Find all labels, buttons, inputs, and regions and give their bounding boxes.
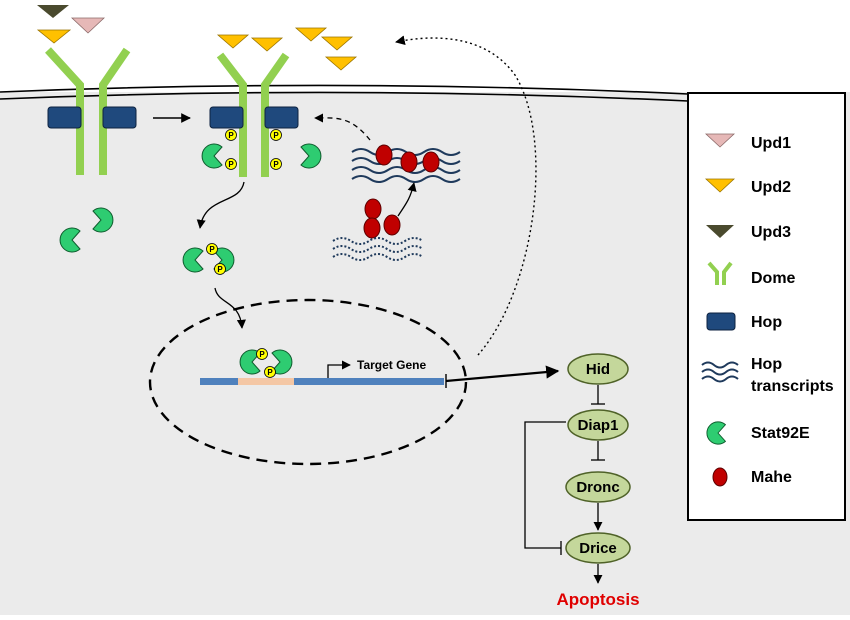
legend-item-mahe: Mahe [712,467,792,487]
legend-item-hop-transcripts: Hop transcripts [701,356,834,395]
apoptosis-label: Apoptosis [556,590,639,609]
upd1-ligand [70,17,106,34]
mahe-icon [712,467,728,487]
node-diap1-label: Diap1 [578,417,619,434]
mahe-on-transcripts [375,144,440,173]
phospho-icon [206,243,218,255]
node-drice-label: Drice [579,540,617,557]
node-dronc: Dronc [565,471,631,503]
diap1-drice-inhibition [524,421,566,549]
upd2-ligand [36,29,72,44]
legend-item-upd3: Upd3 [706,224,791,241]
legend-box [687,92,846,521]
phospho-label: P [259,350,265,359]
phospho-label: P [217,265,223,274]
stat92e-dimer: P P [182,243,235,275]
upd3-triangle-icon [706,225,734,238]
phospho-icon [225,158,237,170]
stat92e-bound-right: P P [270,129,322,170]
node-drice: Drice [565,532,631,564]
target-gene-label: Target Gene [357,358,426,372]
dome-receptor-inactive [45,47,131,175]
legend-label: Hop [751,314,782,331]
stat92e-dimer-on-dna: P P [239,348,293,378]
hop-kinase [264,106,299,129]
dome-receptor-active [216,52,290,177]
hop-kinase [209,106,244,129]
phospho-label: P [228,131,234,140]
upd3-ligand [37,5,69,18]
legend-item-upd1: Upd1 [704,133,791,152]
hop-kinase [102,106,137,129]
nuclear-import-arrow [214,287,246,329]
legend-item-upd2: Upd2 [704,178,791,196]
hop-kinase [47,106,82,129]
node-dronc-label: Dronc [576,479,619,496]
hop-kinase-icon [706,312,736,331]
hop-transcripts-icon [701,361,739,383]
stat92e-bound-left: P P [201,129,237,170]
legend-label: Upd2 [751,179,791,196]
induction-arrow [445,365,560,383]
phospho-label: P [273,131,279,140]
hop-transcripts-unbound [332,237,424,261]
upd2-triangle-icon [704,178,736,193]
phospho-label: P [228,160,234,169]
node-diap1: Diap1 [567,409,629,441]
phospho-label: P [209,245,215,254]
stat-binding-site [238,378,294,385]
phospho-icon [225,129,237,141]
dna-strand [200,378,444,385]
nucleus [148,298,468,466]
phospho-icon [270,158,282,170]
legend-label: Upd3 [751,224,791,241]
phospho-icon [256,348,268,360]
cell-membrane-outer [0,84,689,95]
phospho-icon [214,263,226,275]
legend-item-stat92e: Stat92E [706,421,810,445]
legend-item-dome: Dome [707,261,796,287]
legend-item-hop: Hop [706,312,782,331]
phospho-label: P [273,160,279,169]
dome-receptor-icon [707,261,733,285]
dimerization-arrow [196,181,245,229]
legend-label: Stat92E [751,425,810,442]
node-hid: Hid [567,353,629,385]
phospho-label: P [267,368,273,377]
upd1-triangle-icon [704,133,736,148]
legend-label: Hop [751,356,782,373]
mahe-binding-arrow [397,182,417,217]
cell-membrane-inner [0,91,689,102]
legend-label: Mahe [751,469,792,486]
legend-label: Dome [751,270,796,287]
phospho-icon [270,129,282,141]
upd2-ligands-cluster [216,27,358,71]
legend-label-line2: transcripts [751,378,834,395]
node-hid-label: Hid [586,361,610,378]
phospho-icon [264,366,276,378]
translation-arrow [314,113,371,141]
mahe-free [363,198,401,239]
transcription-start-arrow [327,360,351,378]
legend-label: Upd1 [751,135,791,152]
